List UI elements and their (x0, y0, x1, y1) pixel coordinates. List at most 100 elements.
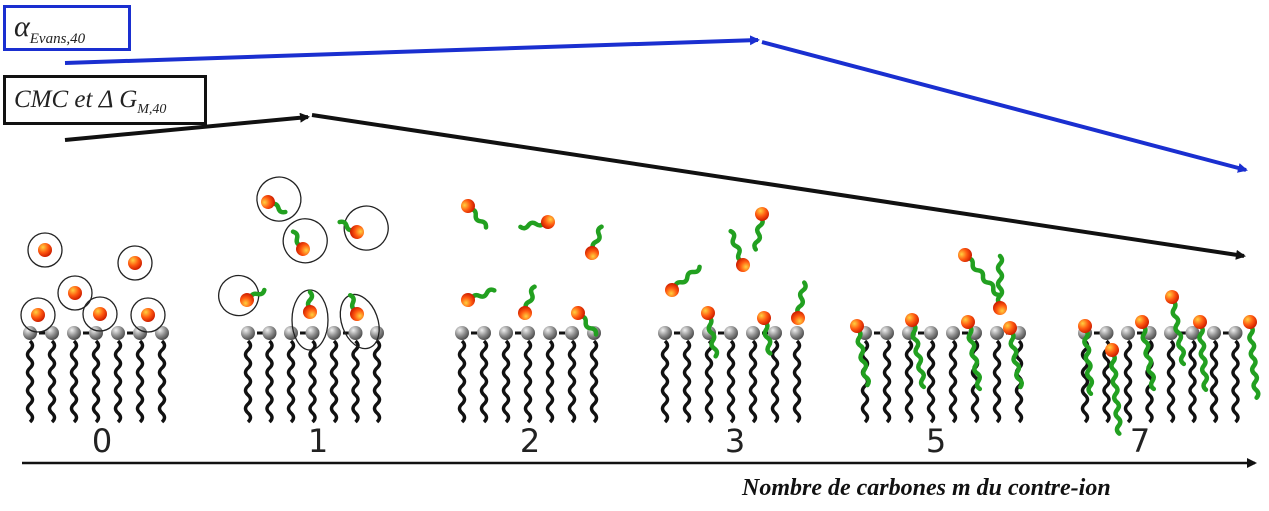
counter-ion (1135, 315, 1157, 392)
surfactant-tail (882, 339, 892, 424)
surfactant-tail (1123, 339, 1133, 424)
surfactant-head (67, 326, 81, 340)
alpha-evans-label: αEvans,40 (3, 5, 131, 51)
counter-ion-head (303, 305, 317, 319)
counter-ion (291, 289, 329, 351)
hydration-shell (82, 296, 118, 332)
surfactant-layer-2 (455, 326, 601, 424)
surfactant-head (946, 326, 960, 340)
hydration-shell (282, 218, 328, 264)
surfactant-head (1228, 326, 1243, 340)
surfactant-head (155, 326, 169, 340)
surfactant-head (658, 326, 672, 340)
counter-ion (20, 297, 56, 333)
counter-ion-head (461, 199, 475, 213)
counter-ion-head (38, 243, 52, 257)
surfactant-head (262, 326, 277, 340)
surfactant-head (990, 326, 1004, 340)
surfactant-panels (20, 176, 1261, 436)
surfactant-head (45, 326, 59, 340)
counter-ion-head (701, 306, 715, 320)
alpha-rise-arrow (64, 35, 760, 65)
alpha-subscript: Evans (29, 31, 67, 47)
panel-label-3: 3 (724, 422, 746, 460)
surfactant-layer-0 (23, 326, 169, 424)
alpha-trend-arrows (64, 35, 1248, 173)
counter-ion-head (461, 293, 475, 307)
panel-label-7: 7 (1129, 422, 1151, 460)
counter-ion-head (993, 301, 1007, 315)
counter-ion-tail (523, 284, 537, 312)
surfactant-tail (726, 339, 736, 424)
counter-ion (218, 274, 267, 317)
counter-ion (701, 306, 720, 359)
counter-ion (585, 224, 604, 260)
counter-ion (518, 284, 537, 320)
surfactant-layer-3 (658, 326, 804, 424)
counter-ion (665, 264, 702, 297)
panel-label-1: 1 (307, 422, 329, 460)
cmc-rise-arrow (64, 112, 310, 142)
counter-ion-head (1135, 315, 1149, 329)
surfactant-layer-4 (858, 326, 1026, 424)
counter-ion-tail (795, 280, 808, 317)
surfactant-head (746, 326, 760, 340)
surfactant-tail (351, 339, 360, 424)
surfactant-layer-1 (241, 326, 384, 424)
counter-ion-tail (965, 255, 1001, 298)
surfactant-tail (372, 339, 382, 424)
surfactant-tail (545, 339, 555, 424)
cmc-deltag-label: CMC et Δ GM,40 (3, 75, 207, 125)
hydration-shell (20, 297, 56, 333)
counter-ion-tail (1247, 323, 1261, 400)
cmc-subscript-2: ,40 (148, 102, 167, 117)
surfactant-head (724, 326, 738, 340)
surfactant-tail (992, 339, 1002, 424)
counter-ion-head (791, 311, 805, 325)
counter-ion-head (296, 242, 310, 256)
surfactant-tail (792, 339, 802, 424)
surfactant-head (924, 326, 938, 340)
counter-ion (130, 297, 166, 333)
counter-ion (905, 313, 927, 390)
surfactant-tail (501, 339, 511, 424)
surfactant-tail (589, 339, 599, 424)
alpha-subscript-2: ,40 (66, 31, 86, 47)
counter-ion-tail (1008, 329, 1024, 390)
surfactant-layer-5 (1078, 326, 1243, 424)
surfactant-tail (457, 339, 467, 424)
counter-ion-tail (578, 313, 599, 337)
counter-ion-head (128, 256, 142, 270)
counter-ion (117, 245, 153, 281)
counter-ion-tail (1082, 327, 1095, 396)
hydration-shell (343, 205, 389, 251)
counter-ion-head (585, 246, 599, 260)
cmc-trend-arrows (64, 112, 1246, 260)
surfactant-head (543, 326, 557, 340)
counter-ion (958, 248, 1001, 298)
surfactant-head (241, 326, 255, 340)
surfactant-tail (1080, 339, 1090, 424)
surfactant-tail (1188, 339, 1197, 424)
counter-ion (791, 280, 808, 325)
counter-ion (27, 232, 63, 268)
surfactant-tail (904, 339, 914, 424)
counter-ion (1078, 319, 1095, 396)
counter-ion-tail (469, 287, 497, 301)
cmc-fall-arrow (311, 113, 1246, 260)
surfactant-tail (479, 339, 489, 424)
counter-ion-head (518, 306, 532, 320)
surfactant-head (768, 326, 782, 340)
hydration-shell (27, 232, 63, 268)
surfactant-head (111, 326, 125, 340)
panel-label-2: 2 (519, 422, 541, 460)
counter-ion-head (736, 258, 750, 272)
surfactant-tail (157, 339, 167, 424)
surfactant-head (327, 326, 341, 340)
axis-title: Nombre de carbones m du contre-ion (742, 475, 1111, 501)
surfactant-tail (1209, 339, 1219, 424)
counter-ion-head (755, 207, 769, 221)
counter-ion-tail (518, 220, 547, 231)
counter-ion-head (1165, 290, 1179, 304)
